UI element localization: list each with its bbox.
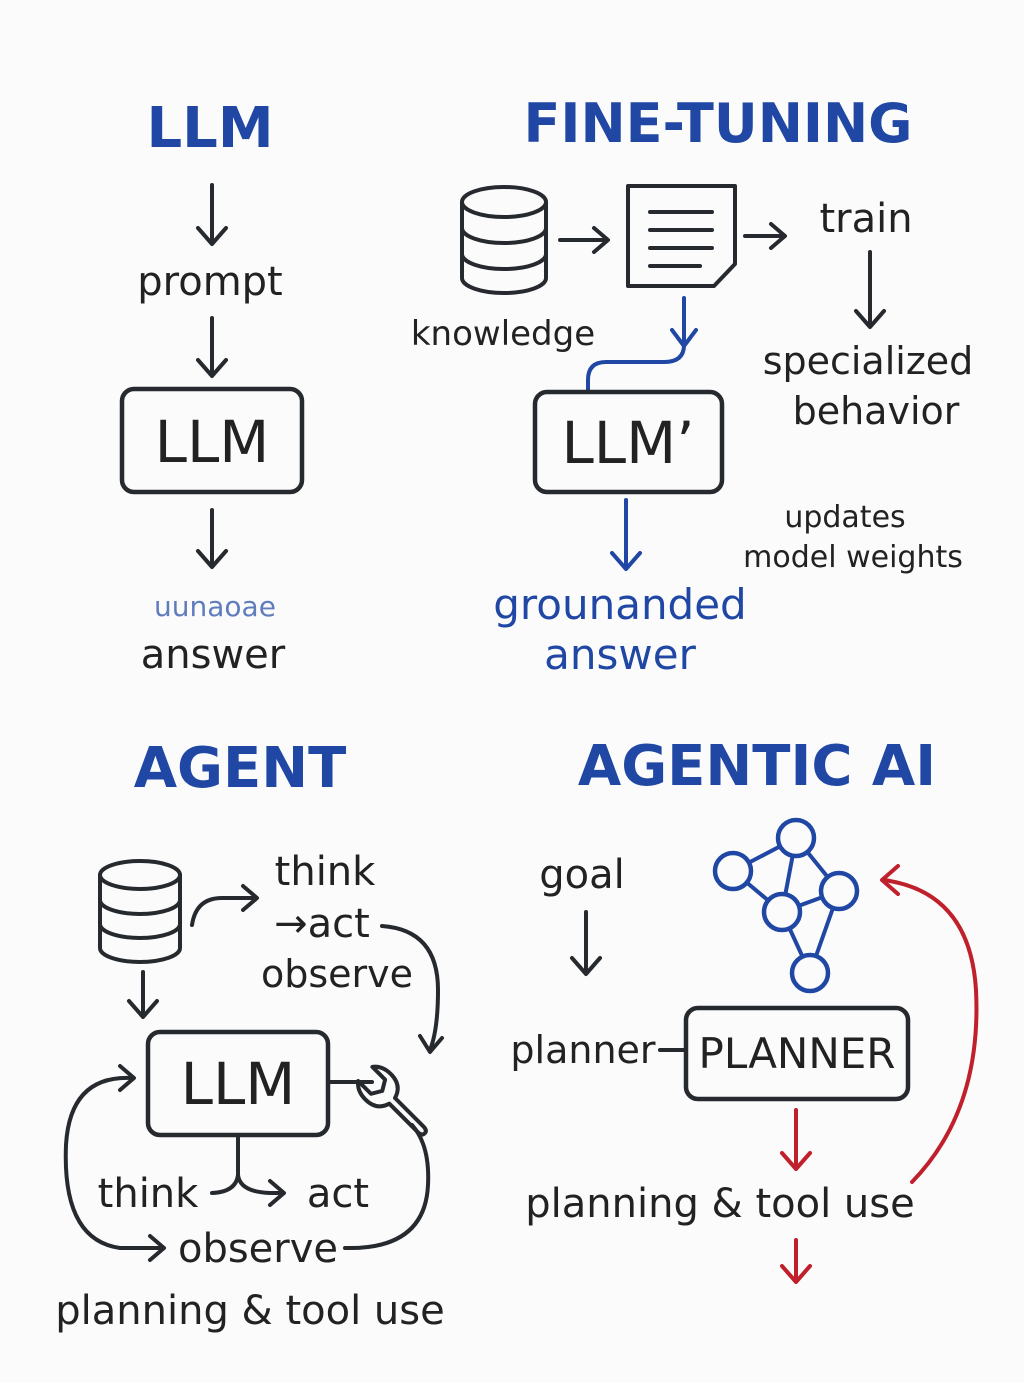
agent-think-top: think [275,849,377,895]
arrow-down-icon [780,1238,812,1284]
arrow-down-icon [196,316,228,378]
panel-title-agentic-ai: AGENTIC AI [578,734,936,799]
planner-box [683,1005,911,1102]
llm-prompt-label: prompt [137,259,282,305]
arrow-curve-icon [380,924,444,1054]
ft-behavior-label: behavior [793,389,960,433]
arrow-curve-icon [586,296,698,394]
arrow-down-icon [570,910,602,976]
database-icon [460,185,548,295]
llm-prime-box-label: LLM’ [561,409,694,477]
loop-line [343,1123,431,1251]
planner-box-label: PLANNER [699,1029,896,1078]
ft-knowledge-label: knowledge [411,314,595,354]
agent-observe-bottom: observe [178,1226,338,1272]
agent-act-top: →act [274,901,370,947]
agentic-goal-label: goal [539,852,625,898]
llm-garbled-text: uunaoae [154,590,276,623]
agent-act-bottom: act [307,1171,369,1217]
panel-fine-tuning: FINE-TUNING train [411,92,973,679]
ft-grounded-label: grounanded [493,580,746,629]
document-icon [626,184,737,288]
arrow-down-icon [780,1108,812,1171]
arrow-branch-icon [210,1135,286,1207]
arrow-right-icon [558,226,610,254]
ft-updates-label: updates [784,500,905,535]
arrow-down-icon [127,970,159,1019]
agentic-footer: planning & tool use [525,1181,914,1227]
arrow-down-icon [854,250,886,329]
llm-answer-label: answer [141,632,286,678]
ft-train-label: train [819,196,912,242]
panel-title-llm: LLM [146,96,273,161]
arrow-feedback-icon [880,864,979,1184]
agentic-planner-label: planner [510,1028,656,1072]
panel-title-fine-tuning: FINE-TUNING [523,92,912,155]
llm-prime-box [532,389,725,495]
arrow-curve-icon [190,884,259,927]
agent-llm-box-label: LLM [181,1050,296,1118]
agent-observe-top: observe [261,952,413,996]
wrench-icon [356,1064,428,1137]
database-icon [98,859,182,964]
arrow-loop-icon [63,1064,166,1262]
arrow-down-icon [610,498,642,571]
panel-title-agent: AGENT [134,736,347,801]
llm-box [119,386,305,495]
llm-box-label: LLM [155,408,270,476]
arrow-down-icon [196,183,228,246]
ft-answer-label: answer [544,630,696,679]
agent-footer: planning & tool use [55,1288,444,1334]
arrow-down-icon [196,508,228,569]
panel-llm: LLM prompt LLM uunaoae answer [119,96,305,678]
ft-specialized-label: specialized [763,339,974,383]
network-icon [712,817,860,994]
arrow-right-icon [743,222,787,250]
panel-agentic-ai: AGENTIC AI goal planner PLANNER [510,734,979,1284]
panel-agent: AGENT think →act observe LLM [55,736,444,1334]
ft-model-weights-label: model weights [743,540,963,575]
agent-think-bottom: think [98,1171,200,1217]
